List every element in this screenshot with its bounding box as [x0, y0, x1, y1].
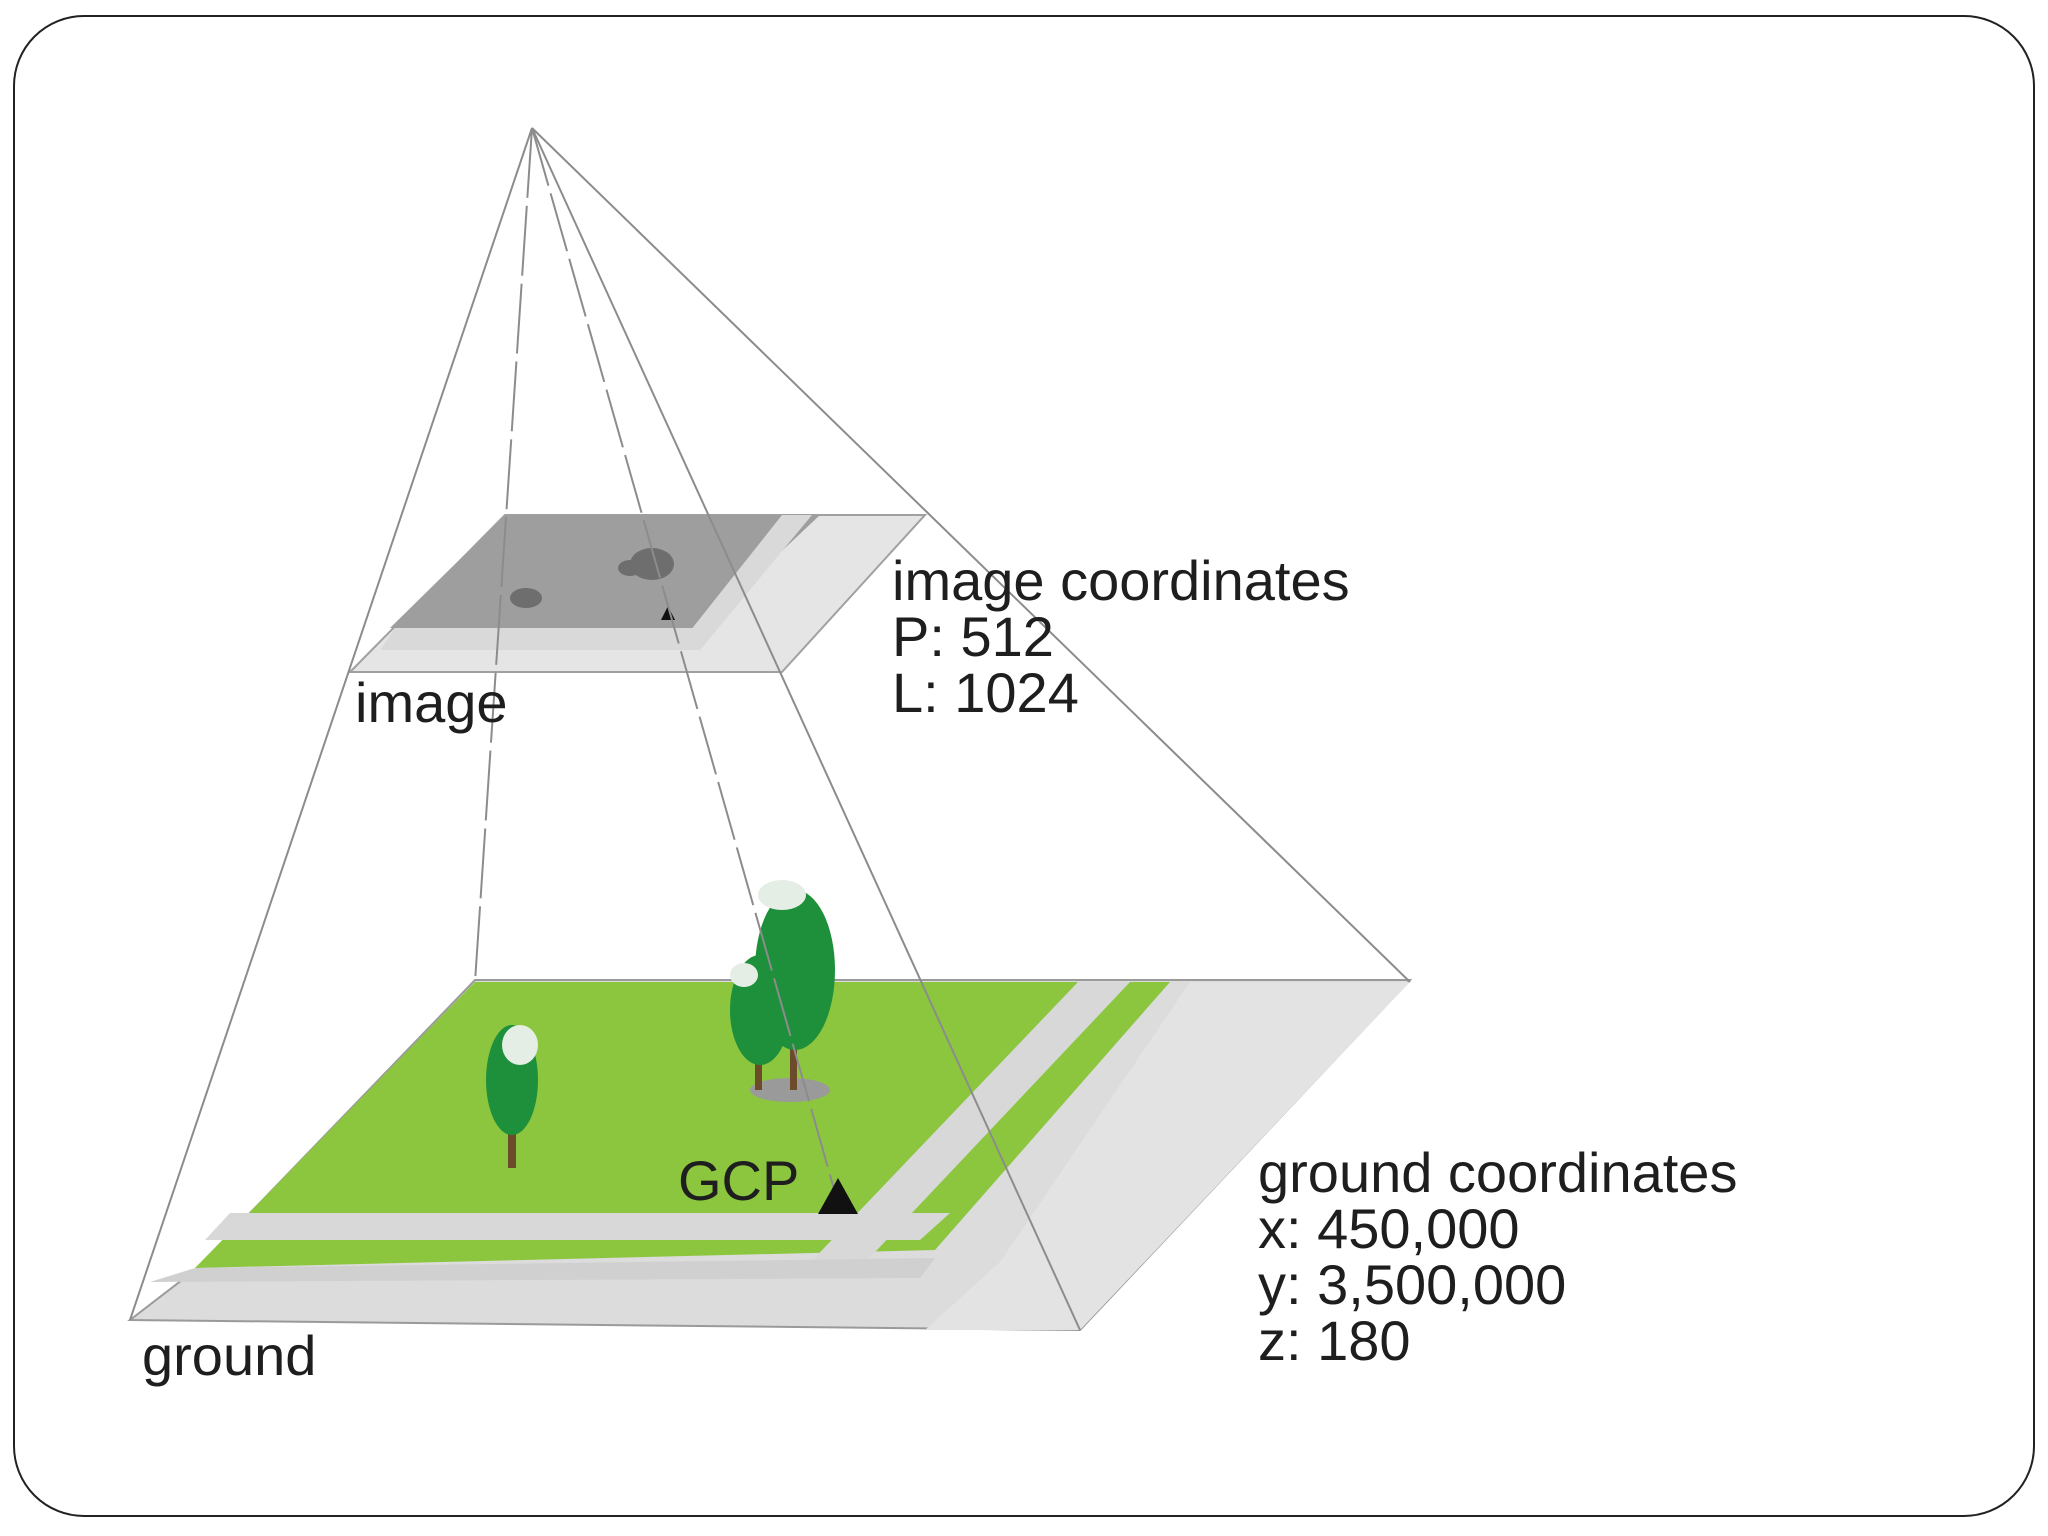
ground-road-lower	[150, 1258, 935, 1282]
ground-coordinate-x: x: 450,000	[1258, 1197, 1520, 1260]
ground-road-vertical	[805, 982, 1130, 1268]
image-road-vertical	[675, 515, 812, 650]
ground-coordinate-z: z: 180	[1258, 1309, 1411, 1372]
image-road-horizontal	[380, 628, 700, 650]
ground-coordinate-y: y: 3,500,000	[1258, 1253, 1566, 1316]
gcp-label: GCP	[678, 1149, 799, 1212]
pyramid-edges	[129, 127, 1411, 1331]
ground-road-outer	[925, 982, 1410, 1330]
image-label: image	[355, 671, 508, 734]
image-coordinates-title: image coordinates	[892, 549, 1350, 612]
image-blob-small	[618, 560, 642, 576]
tree-cluster	[730, 880, 835, 1102]
image-coordinate-l: L: 1024	[892, 661, 1079, 724]
image-coordinate-p: P: 512	[892, 605, 1054, 668]
ground-road-horizontal	[205, 1213, 950, 1240]
ground-label: ground	[142, 1324, 316, 1387]
gcp-triangle	[818, 1178, 858, 1214]
ground-coordinates-title: ground coordinates	[1258, 1141, 1737, 1204]
image-blob-left	[510, 588, 542, 608]
tree-left	[486, 1025, 538, 1168]
image-blob-large	[630, 548, 674, 580]
image-plane-surface	[390, 515, 820, 628]
